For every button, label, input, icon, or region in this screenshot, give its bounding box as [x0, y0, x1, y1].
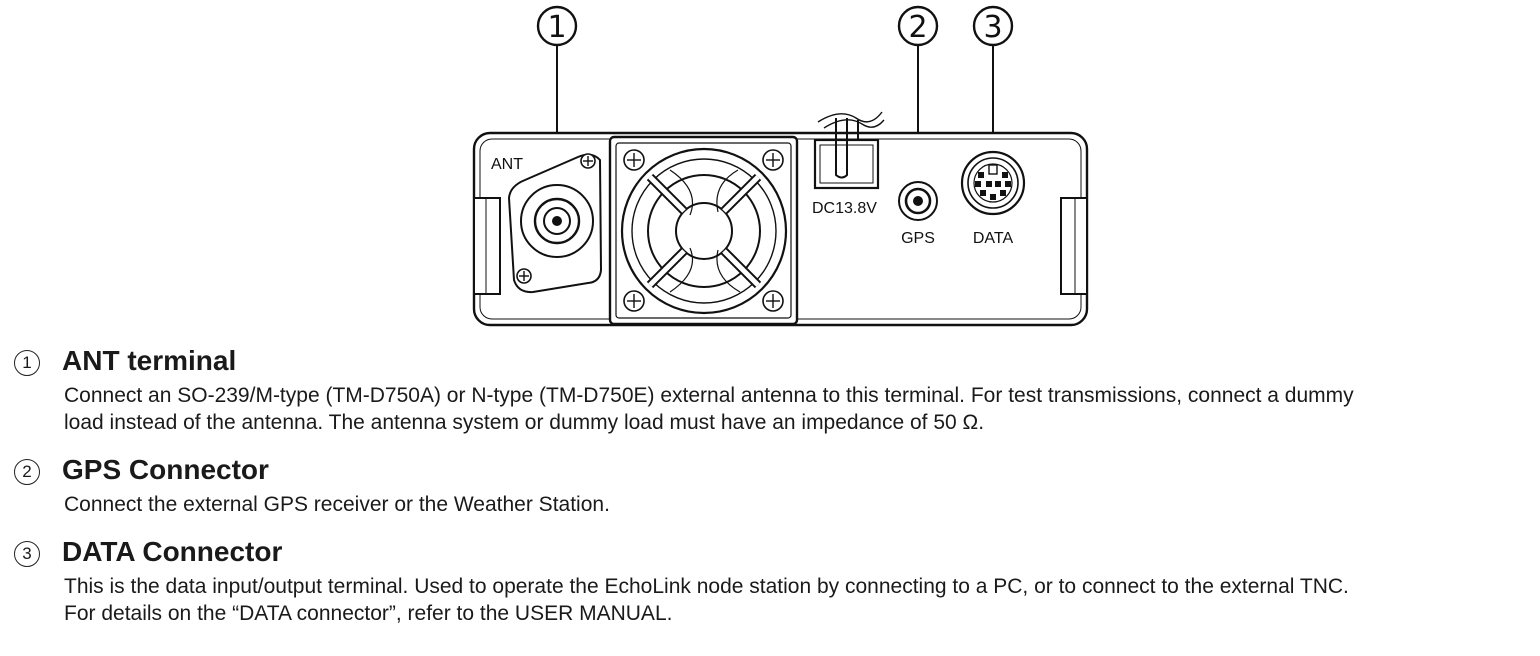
section-body: Connect an SO-239/M-type (TM-D750A) or N…	[64, 382, 1529, 436]
section-number: 2	[14, 459, 40, 485]
data-connector	[960, 150, 1026, 216]
section-gps-connector: 2 GPS Connector Connect the external GPS…	[14, 453, 1529, 518]
screw-icon	[623, 149, 645, 171]
screw-icon	[762, 290, 784, 312]
callout-2: 2	[897, 5, 939, 47]
body-line: This is the data input/output terminal. …	[64, 575, 1349, 598]
dc-power-cord	[813, 111, 885, 190]
callout-1: 1	[536, 5, 578, 47]
section-header: 3 DATA Connector	[14, 535, 1529, 569]
section-header: 2 GPS Connector	[14, 453, 1529, 487]
gps-label: GPS	[901, 230, 935, 247]
callout-3: 3	[972, 5, 1014, 47]
body-line: For details on the “DATA connector”, ref…	[64, 602, 673, 625]
ant-label: ANT	[491, 156, 523, 173]
section-body: Connect the external GPS receiver or the…	[64, 491, 1529, 518]
section-data-connector: 3 DATA Connector This is the data input/…	[14, 535, 1529, 627]
body-line: Connect the external GPS receiver or the…	[64, 493, 610, 516]
screw-icon	[580, 153, 596, 169]
data-label: DATA	[973, 230, 1014, 247]
screw-icon	[623, 290, 645, 312]
gps-jack	[898, 181, 938, 221]
section-title: GPS Connector	[62, 454, 269, 485]
section-ant-terminal: 1 ANT terminal Connect an SO-239/M-type …	[14, 344, 1529, 436]
section-title: DATA Connector	[62, 536, 283, 567]
cooling-fan	[608, 135, 799, 326]
section-title: ANT terminal	[62, 345, 237, 376]
section-header: 1 ANT terminal	[14, 344, 1529, 378]
callout-2-number: 2	[908, 10, 927, 45]
callout-3-number: 3	[983, 10, 1002, 45]
body-line: load instead of the antenna. The antenna…	[64, 411, 985, 434]
screw-icon	[516, 268, 532, 284]
rear-panel-diagram: 1 2 3 ANT	[472, 5, 1089, 327]
section-number: 3	[14, 541, 40, 567]
dc-label: DC13.8V	[812, 200, 877, 217]
screw-icon	[762, 149, 784, 171]
section-number: 1	[14, 350, 40, 376]
callout-1-number: 1	[547, 10, 566, 45]
section-body: This is the data input/output terminal. …	[64, 573, 1529, 627]
ant-connector	[507, 153, 603, 294]
body-line: Connect an SO-239/M-type (TM-D750A) or N…	[64, 384, 1354, 407]
